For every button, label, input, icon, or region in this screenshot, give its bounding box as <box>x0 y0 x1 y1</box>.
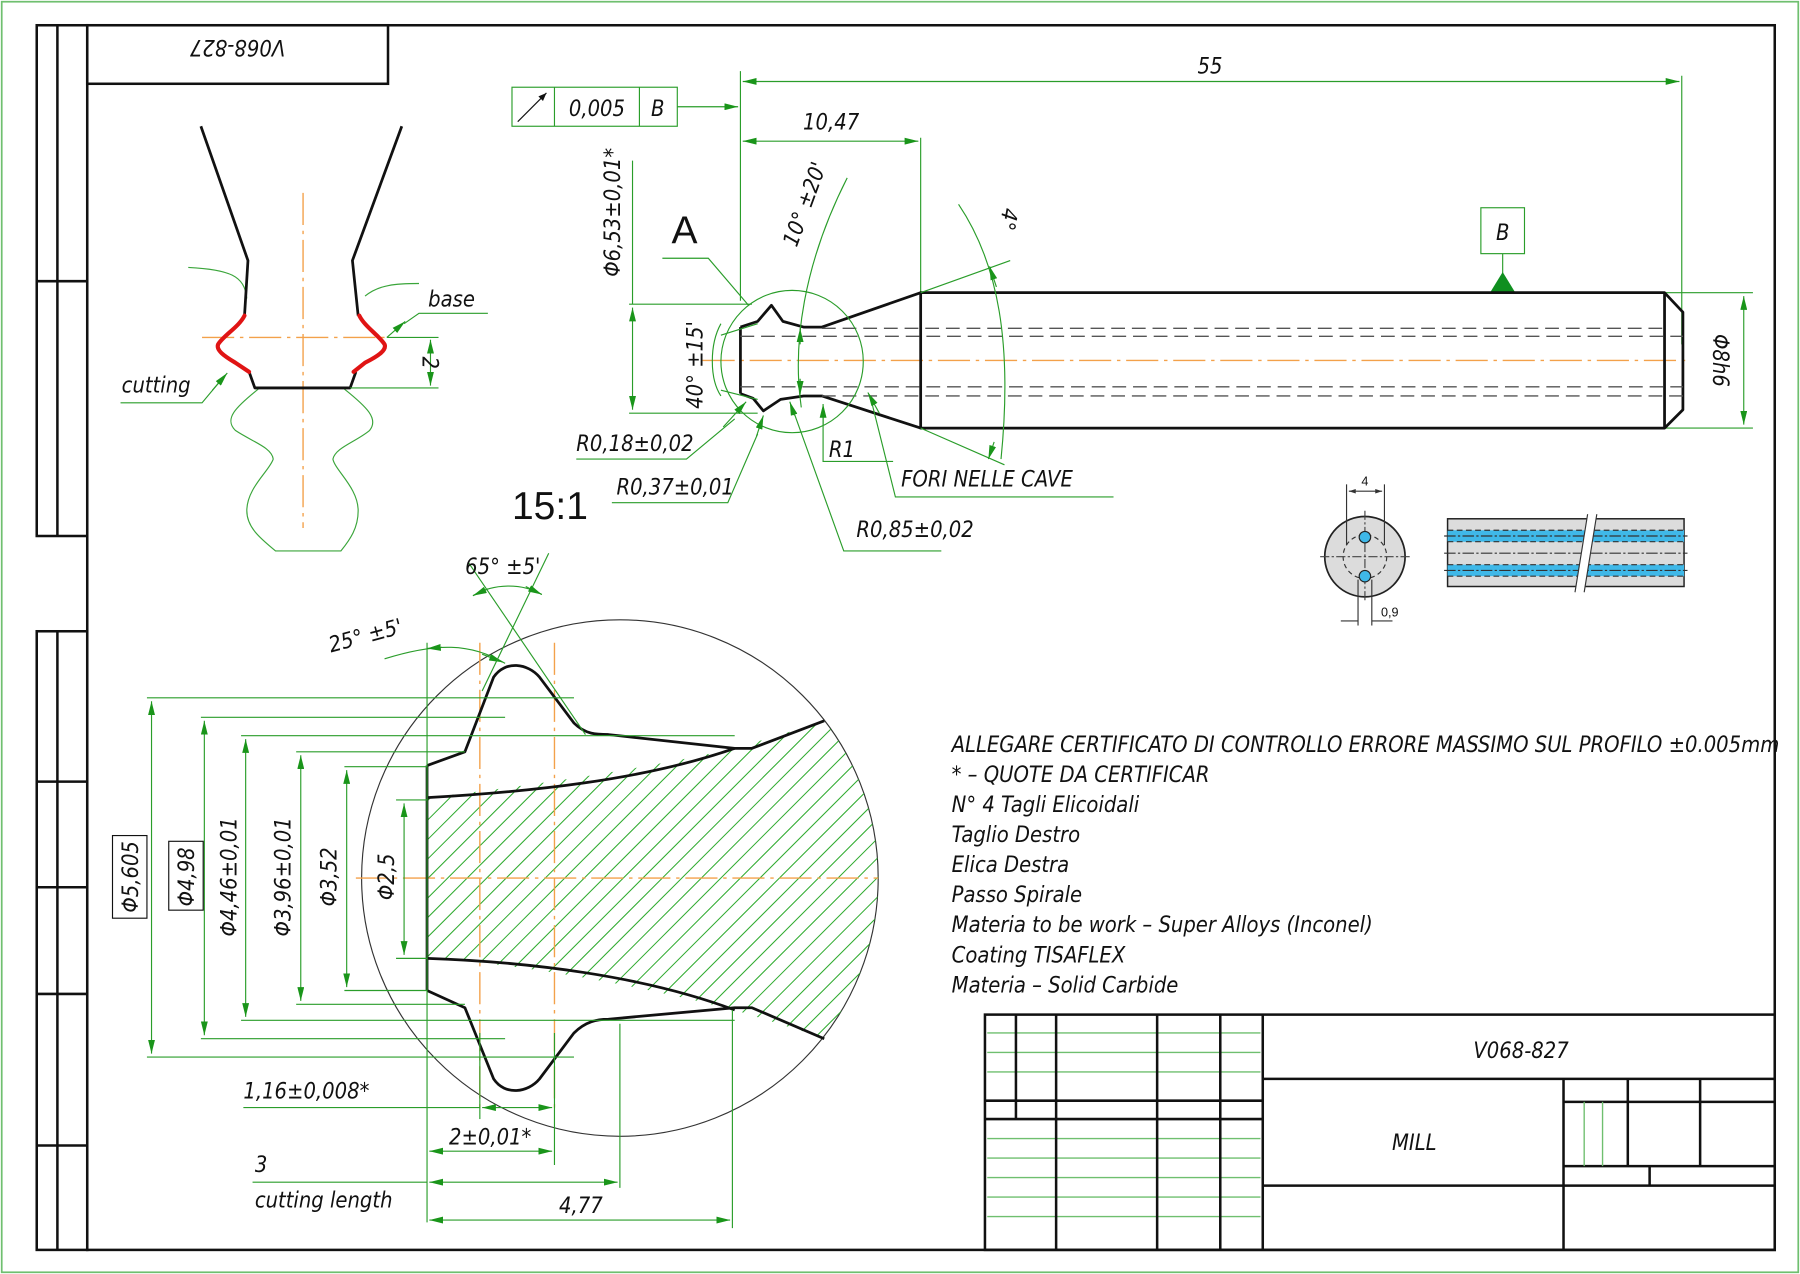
detail-label-a: A <box>672 209 698 252</box>
callout-r037: R0,37±0,01 <box>616 476 733 501</box>
hatch-line <box>427 688 762 1068</box>
tolerance-datum: B <box>651 97 664 122</box>
hatch-line <box>477 688 879 1068</box>
mirrored-number-box: V068-827 <box>85 23 390 86</box>
coolant-hole-bottom <box>1358 569 1372 583</box>
title-part-name: MILL <box>1392 1131 1437 1156</box>
hatch-line <box>427 688 489 1068</box>
dim-d498: Φ4,98 <box>175 847 200 906</box>
note-line: Materia to be work – Super Alloys (Incon… <box>952 913 1373 938</box>
coolant-hole-diameter: 0,9 <box>1381 605 1399 619</box>
hatch-line <box>1200 643 1659 1102</box>
scale-label: 15:1 <box>512 485 588 528</box>
left-margin-strip-bottom <box>35 629 89 1252</box>
dim-helix-angle: 10° ±20' <box>779 159 833 250</box>
note-line: ALLEGARE CERTIFICATO DI CONTROLLO ERRORE… <box>950 733 1780 758</box>
mirrored-drawing-number: V068-827 <box>189 34 285 59</box>
hatch-line <box>438 688 879 1068</box>
hatch-line <box>535 688 879 1068</box>
callout-r1: R1 <box>829 438 855 463</box>
label-base: base <box>428 287 475 312</box>
coolant-sketch: 4 0,9 <box>1320 474 1688 626</box>
hatch-line <box>427 688 821 1068</box>
hatch-line <box>457 688 879 1068</box>
datum-flag-b: B <box>1496 221 1509 246</box>
callout-fori-nelle-cave: FORI NELLE CAVE <box>901 468 1073 493</box>
note-line: N° 4 Tagli Elicoidali <box>952 793 1140 818</box>
hatch-line <box>555 688 879 1068</box>
note-line: Passo Spirale <box>952 883 1082 908</box>
profile-view: base cutting 2 <box>120 125 488 552</box>
dim-cutting-length-value: 3 <box>255 1153 267 1178</box>
dim-477: 4,77 <box>559 1194 603 1219</box>
hatch-line <box>1219 643 1678 1102</box>
side-view: 0,005 B 55 10,47 Φ6,53±0,01* Φ8h6 B <box>511 54 1753 552</box>
hatch-line <box>427 688 430 1068</box>
hatch-line <box>750 688 879 1068</box>
coolant-hole-spacing: 4 <box>1361 474 1368 488</box>
left-margin-strip-top <box>35 23 89 538</box>
hatch-line <box>427 688 840 1068</box>
title-drawing-number: V068-827 <box>1473 1039 1569 1064</box>
dim-tip-diameter: Φ6,53±0,01* <box>601 148 626 277</box>
runout-tolerance-frame: 0,005 B <box>511 86 739 127</box>
dim-tooth-width: 1,16±0,008* <box>243 1079 369 1104</box>
dim-d352: Φ3,52 <box>317 847 342 906</box>
note-line: * – QUOTE DA CERTIFICAR <box>952 763 1210 788</box>
dim-shank-diameter: Φ8h6 <box>1707 334 1732 387</box>
note-line: Taglio Destro <box>952 823 1080 848</box>
callout-r085: R0,85±0,02 <box>856 518 973 543</box>
callout-r018: R0,18±0,02 <box>576 432 693 457</box>
dim-cutting-length-label: cutting length <box>255 1188 393 1213</box>
tolerance-value: 0,005 <box>569 97 625 122</box>
dim-angle-25: 25° ±5' <box>326 615 405 659</box>
dim-taper-angle: 4° <box>993 206 1021 232</box>
title-block: V068-827 MILL <box>983 1013 1777 1252</box>
hatch-line <box>730 688 879 1068</box>
hatch-line <box>0 643 312 1102</box>
dim-d25: Φ2,5 <box>375 854 400 901</box>
hatch-line <box>516 688 879 1068</box>
hatch-line <box>711 688 879 1068</box>
hatch-line <box>427 688 703 1068</box>
coolant-hole-top <box>1358 530 1372 544</box>
dim-angle-65: 65° ±5' <box>465 555 540 580</box>
hatch-line <box>427 688 742 1068</box>
detail-view: Φ5,605 Φ4,98 Φ4,46±0,01 Φ3,96±0,01 Φ3,52… <box>0 552 1678 1229</box>
dim-d5605: Φ5,605 <box>119 841 144 913</box>
dim-overall-length: 55 <box>1197 54 1222 79</box>
dim-point-angle: 40° ±15' <box>684 321 709 409</box>
datum-triangle-icon <box>1490 272 1516 293</box>
base-leader <box>386 320 406 338</box>
notes-block: ALLEGARE CERTIFICATO DI CONTROLLO ERRORE… <box>950 733 1780 999</box>
dim-tip-length: 10,47 <box>803 111 860 136</box>
note-line: Elica Destra <box>952 853 1069 878</box>
label-cutting: cutting <box>122 374 191 399</box>
hatch-line <box>427 688 860 1068</box>
section-hatching <box>0 643 1678 1102</box>
dim-d396: Φ3,96±0,01 <box>271 817 296 936</box>
note-line: Materia – Solid Carbide <box>952 973 1179 998</box>
note-line: Coating TISAFLEX <box>952 943 1126 968</box>
dim-2: 2±0,01* <box>449 1125 532 1150</box>
dim-d446: Φ4,46±0,01 <box>217 817 242 936</box>
dim-height-2: 2 <box>416 356 441 368</box>
